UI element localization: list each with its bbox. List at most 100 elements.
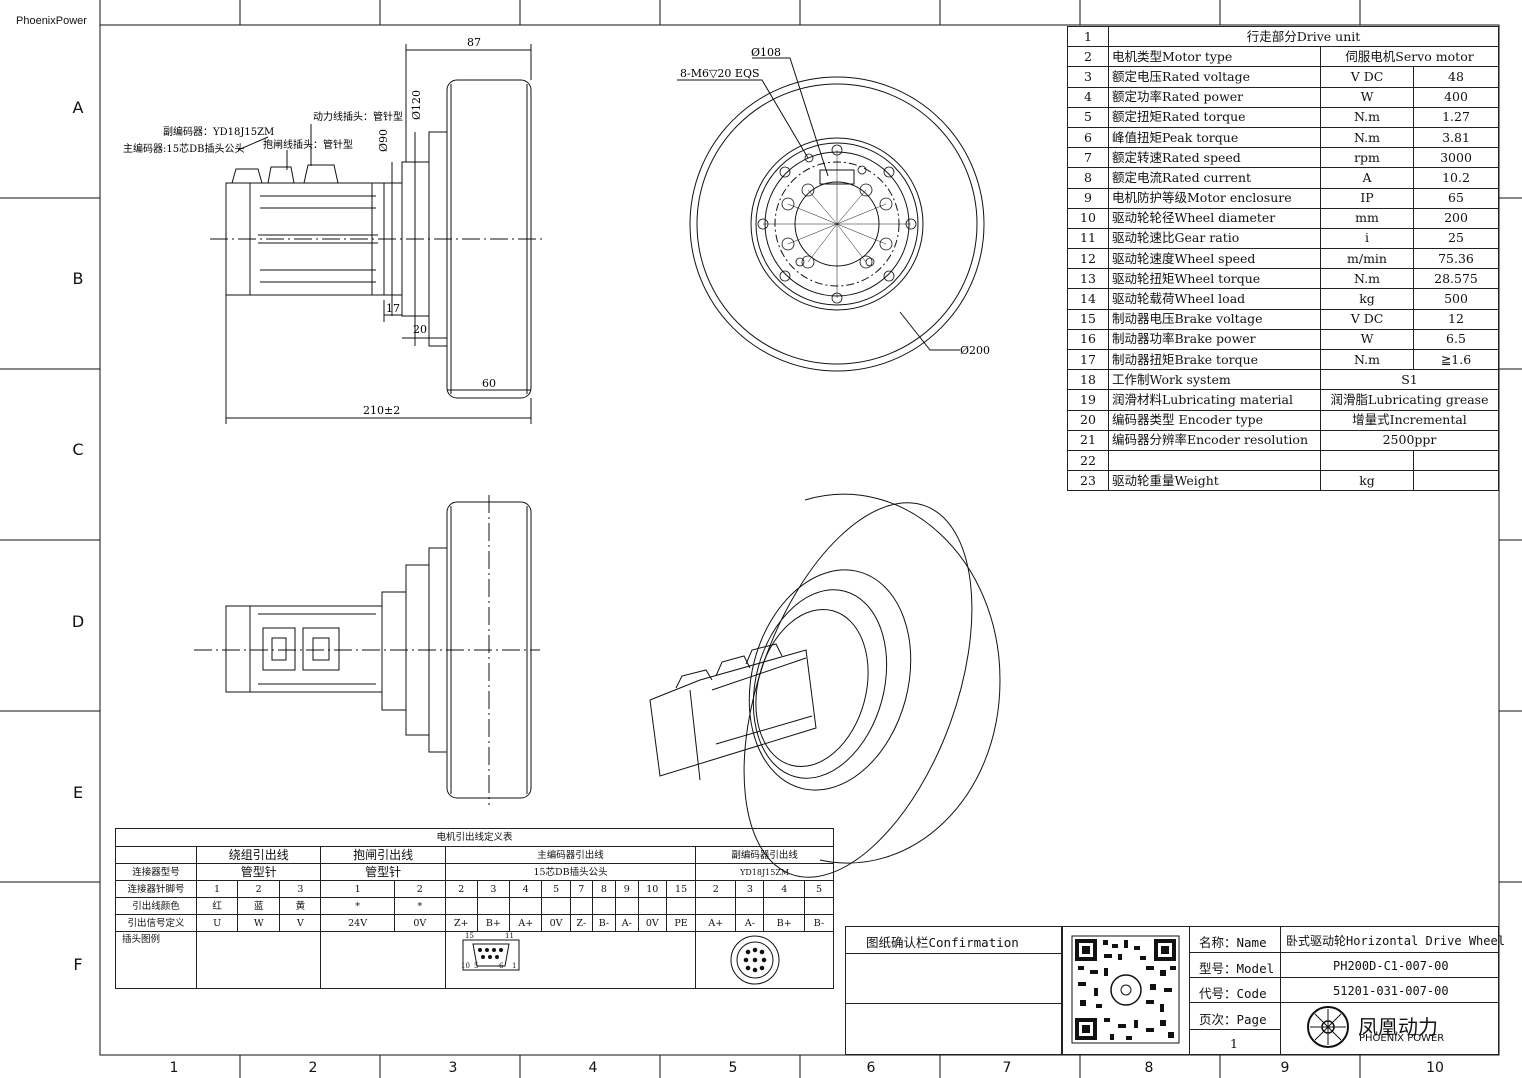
col-label-2: 2: [308, 1060, 318, 1076]
signal-cell: 0V: [541, 914, 571, 932]
spec-name: 额定转速Rated speed: [1108, 147, 1321, 169]
dim-17: 17: [386, 302, 400, 315]
callout-brake-plug: 抱闸线插头：管针型: [263, 138, 353, 151]
signal-cell: A+: [509, 914, 543, 932]
spec-unit: rpm: [1320, 147, 1414, 169]
side-view: [210, 44, 545, 424]
color-cell: [476, 897, 511, 915]
front-view: [677, 57, 985, 372]
pin-cell: 1: [195, 880, 239, 898]
spec-no: 10: [1067, 207, 1109, 229]
db-pin-11: 11: [505, 932, 514, 940]
spec-name: 编码器类型 Encoder type: [1108, 409, 1321, 431]
logo-cn: 凤凰动力: [1358, 1015, 1438, 1039]
pin-cell: 9: [615, 880, 639, 898]
pin-cell: 1: [320, 880, 395, 898]
color-cell: [444, 897, 478, 915]
confirmation-divider-2: [845, 1003, 1062, 1004]
lead-title: 电机引出线定义表: [115, 828, 834, 847]
dim-20: 20: [413, 323, 427, 336]
pin-cell: 15: [665, 880, 697, 898]
spec-unit: 2500ppr: [1320, 429, 1499, 451]
info-vdivider: [1280, 926, 1281, 1055]
spec-value: 12: [1413, 308, 1499, 330]
pin-cell: 5: [803, 880, 835, 898]
lead-conn-type-row: 连接器型号 管型针 管型针 15芯DB插头公头 YD18J15ZM: [115, 863, 834, 881]
page-value: 1: [1230, 1036, 1238, 1051]
dim-87: 87: [467, 36, 481, 49]
spec-unit: mm: [1320, 207, 1414, 229]
logo-en: PHOENIX POWER: [1359, 1033, 1445, 1044]
spec-unit: S1: [1320, 369, 1499, 391]
signal-cell: B-: [591, 914, 617, 932]
qr-code: [1071, 935, 1180, 1044]
spec-unit: 润滑脂Lubricating grease: [1320, 389, 1499, 411]
pin-cell: 7: [569, 880, 593, 898]
group-sub-encoder: 副编码器引出线: [695, 846, 834, 864]
info-divider-1: [1189, 952, 1499, 953]
spec-value: 65: [1413, 187, 1499, 209]
color-cell: 红: [195, 897, 239, 915]
spec-unit: V DC: [1320, 66, 1414, 88]
dim-108: Ø108: [751, 46, 781, 59]
dim-200: Ø200: [960, 344, 990, 357]
spec-name: 驱动轮速比Gear ratio: [1108, 227, 1321, 250]
model-label: 型号：Model: [1199, 961, 1275, 976]
color-cell: [763, 897, 805, 915]
spec-unit: N.m: [1320, 268, 1414, 290]
dim-120: Ø120: [410, 90, 423, 120]
name-value: 卧式驱动轮Horizontal Drive Wheel: [1286, 934, 1505, 948]
lead-title-row: 电机引出线定义表: [115, 828, 834, 847]
spec-value: 1.27: [1413, 106, 1499, 128]
row-label-e: E: [72, 783, 84, 802]
spec-name: 编码器分辨率Encoder resolution: [1108, 429, 1321, 451]
spec-name: 额定功率Rated power: [1108, 86, 1321, 108]
pin-cell: 4: [763, 880, 805, 898]
spec-no: 21: [1067, 429, 1109, 451]
info-divider-4: [1189, 1029, 1280, 1030]
spec-unit: [1320, 449, 1414, 472]
spec-value: 10.2: [1413, 167, 1499, 189]
pin-cell: 4: [509, 880, 543, 898]
spec-unit: IP: [1320, 187, 1414, 209]
signal-cell: A+: [695, 914, 737, 932]
spec-no: 12: [1067, 248, 1109, 270]
spec-unit: 增量式Incremental: [1320, 409, 1499, 431]
signal-label: 引出信号定义: [115, 914, 197, 932]
col-label-3: 3: [448, 1060, 458, 1076]
lead-group-row: 绕组引出线 抱闸引出线 主编码器引出线 副编码器引出线: [115, 846, 834, 864]
col-label-10: 10: [1426, 1060, 1444, 1076]
db-pin-5: 5: [474, 962, 479, 970]
pin-cell: 2: [695, 880, 737, 898]
spec-unit: W: [1320, 86, 1414, 108]
plug-winding: [195, 931, 322, 989]
spec-name: 额定扭矩Rated torque: [1108, 106, 1321, 128]
color-cell: [509, 897, 543, 915]
col-label-8: 8: [1144, 1060, 1154, 1076]
spec-unit: 伺服电机Servo motor: [1320, 46, 1499, 68]
spec-unit: i: [1320, 227, 1414, 250]
col-label-5: 5: [728, 1060, 738, 1076]
row-label-b: B: [72, 269, 84, 288]
confirmation-label: 图纸确认栏Confirmation: [866, 935, 1019, 950]
color-cell: [695, 897, 737, 915]
plug-label: 插头图例: [115, 931, 197, 989]
conn-type-main-encoder: 15芯DB插头公头: [444, 863, 697, 881]
spec-no: 19: [1067, 389, 1109, 411]
signal-cell: 0V: [393, 914, 446, 932]
group-brake: 抱闸引出线: [320, 846, 446, 864]
signal-cell: 24V: [320, 914, 395, 932]
col-label-7: 7: [1002, 1060, 1012, 1076]
pin-cell: 2: [444, 880, 478, 898]
info-divider-2: [1189, 977, 1499, 978]
spec-unit: N.m: [1320, 126, 1414, 149]
